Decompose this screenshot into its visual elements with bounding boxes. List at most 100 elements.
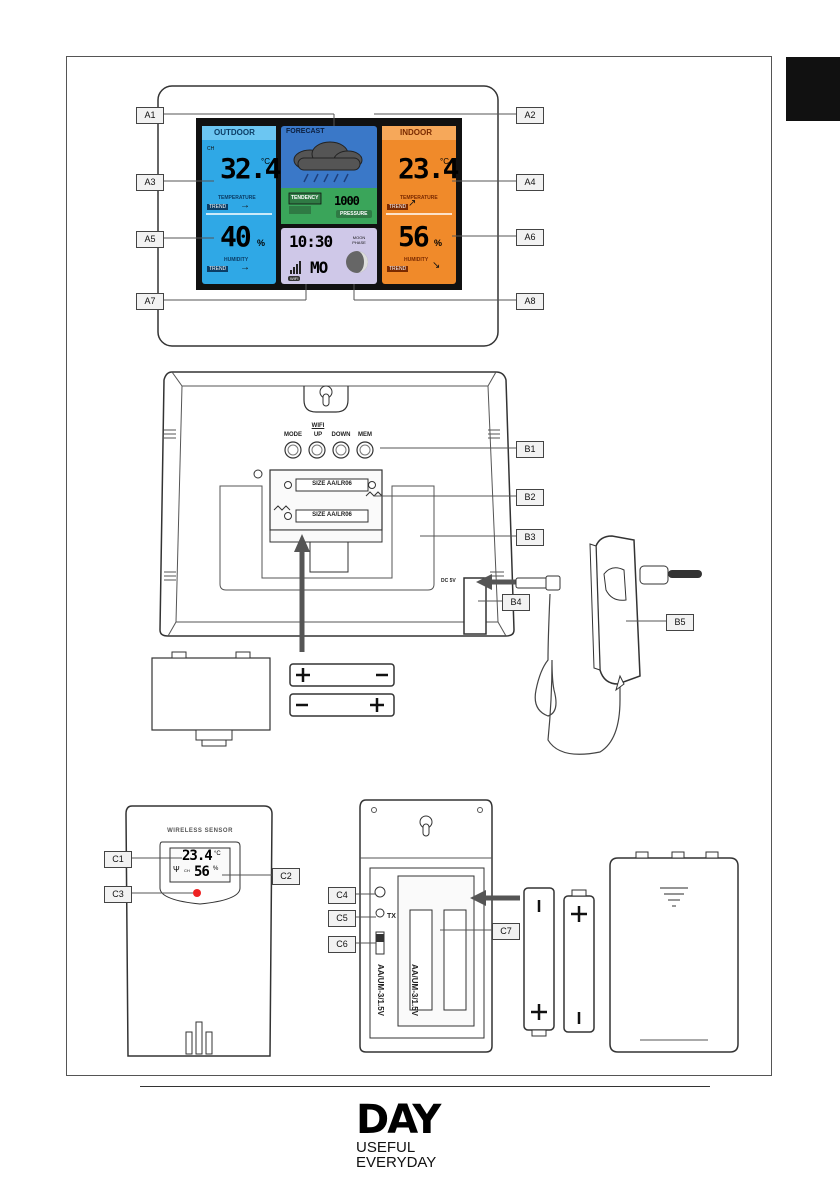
indoor-humidity-trend-label: TREND bbox=[387, 266, 409, 272]
tx-indicator-icon bbox=[375, 908, 385, 918]
outdoor-temperature-unit: °C bbox=[261, 157, 270, 166]
indoor-temperature-value: 23.4 bbox=[398, 152, 459, 185]
sensor-title: WIRELESS SENSOR bbox=[167, 828, 233, 834]
adapter-pin bbox=[668, 570, 702, 578]
callout-a6: A6 bbox=[516, 229, 544, 246]
outdoor-header bbox=[202, 126, 276, 140]
outdoor-humidity-trend-label: TREND bbox=[207, 266, 229, 272]
outdoor-ch-label: CH bbox=[207, 146, 215, 152]
callout-b3: B3 bbox=[516, 529, 544, 546]
callout-b1: B1 bbox=[516, 441, 544, 458]
logo-tagline-2: EVERYDAY bbox=[356, 1154, 437, 1171]
pressure-value: 1000 bbox=[334, 194, 360, 208]
battery-polarity-icons bbox=[296, 668, 388, 712]
wifi-label: WIFI bbox=[288, 276, 301, 281]
indoor-temperature-label: TEMPERATURE bbox=[400, 195, 438, 201]
trend-arrow-icon: → bbox=[240, 262, 250, 273]
outdoor-humidity-label: HUMIDITY bbox=[224, 257, 249, 263]
outdoor-humidity-value: 40 bbox=[220, 220, 252, 253]
callout-b2: B2 bbox=[516, 489, 544, 506]
sensor-led bbox=[193, 889, 201, 897]
outdoor-temperature-label: TEMPERATURE bbox=[218, 195, 256, 201]
cloud-rain-icon bbox=[293, 141, 363, 171]
callout-c2: C2 bbox=[272, 868, 300, 885]
callout-c1: C1 bbox=[104, 851, 132, 868]
adapter-cable bbox=[534, 593, 621, 755]
callout-b5: B5 bbox=[666, 614, 694, 631]
indoor-header bbox=[382, 126, 456, 140]
logo-tagline-1: USEFUL bbox=[356, 1139, 416, 1156]
outdoor-humidity-unit: % bbox=[257, 238, 266, 248]
down-button-label: DOWN bbox=[331, 432, 351, 438]
mode-button-label: MODE bbox=[284, 432, 302, 438]
callout-a7: A7 bbox=[136, 293, 164, 310]
aa-battery-1 bbox=[289, 663, 395, 687]
callout-a5: A5 bbox=[136, 231, 164, 248]
sensor-battery-cover bbox=[609, 857, 739, 1053]
callout-a3: A3 bbox=[136, 174, 164, 191]
callout-a1: A1 bbox=[136, 107, 164, 124]
outdoor-temperature-value: 32.4 bbox=[220, 152, 281, 185]
sensor-temperature-unit: °C bbox=[214, 851, 221, 857]
outdoor-panel bbox=[202, 126, 276, 284]
down-button-shape bbox=[332, 441, 350, 459]
sensor-temperature-value: 23.4 bbox=[182, 848, 213, 864]
moon-phase-label: MOON PHASE bbox=[352, 235, 366, 245]
brand-logo: DAY USEFUL EVERYDAY bbox=[356, 1100, 452, 1170]
indoor-humidity-value: 56 bbox=[398, 220, 430, 253]
footer-rule bbox=[140, 1086, 710, 1087]
dc-input-label: DC 5V bbox=[441, 578, 456, 584]
battery-size-label-2: SIZE AA/LR06 bbox=[312, 512, 352, 518]
weekday: MO bbox=[310, 258, 328, 277]
tendency-label: TENDENCY bbox=[291, 195, 319, 201]
sensor-humidity-unit: % bbox=[213, 866, 219, 872]
sensor-battery-label-2: AA/UM-3/1.5V bbox=[410, 963, 419, 1016]
callout-a4: A4 bbox=[516, 174, 544, 191]
pressure-label: PRESSURE bbox=[340, 211, 368, 217]
indoor-title: INDOOR bbox=[400, 128, 432, 137]
clock-time: 10:30 bbox=[289, 232, 333, 251]
callout-a8: A8 bbox=[516, 293, 544, 310]
callout-c4: C4 bbox=[328, 887, 356, 904]
stand-outline bbox=[219, 485, 435, 591]
battery-size-label-1: SIZE AA/LR06 bbox=[312, 481, 352, 487]
callout-b4: B4 bbox=[502, 594, 530, 611]
mode-button-shape bbox=[284, 441, 302, 459]
antenna-icon: Ψ bbox=[173, 865, 180, 874]
mem-button-shape bbox=[356, 441, 374, 459]
trend-down-arrow-icon: ↘ bbox=[432, 260, 441, 271]
sensor-humidity-value: 56 bbox=[194, 864, 210, 880]
outdoor-trend-label: TREND bbox=[207, 204, 229, 210]
sensor-lcd bbox=[169, 847, 231, 883]
callout-c6: C6 bbox=[328, 936, 356, 953]
power-adapter-body bbox=[595, 535, 641, 685]
indoor-trend-label: TREND bbox=[387, 204, 409, 210]
sensor-ch-label: CH bbox=[184, 868, 190, 873]
trend-arrow-icon: → bbox=[240, 200, 250, 211]
signal-icon bbox=[290, 261, 301, 274]
rain-icon bbox=[303, 173, 349, 183]
callout-a2: A2 bbox=[516, 107, 544, 124]
mem-button-label: MEM bbox=[358, 432, 372, 438]
moon-icon bbox=[346, 251, 368, 273]
sensor-tx-label: TX bbox=[387, 913, 396, 920]
battery-cover bbox=[151, 657, 271, 731]
aa-battery-2 bbox=[289, 693, 395, 717]
wifi-button-caption: WIFI bbox=[311, 423, 325, 429]
indoor-temperature-unit: °C bbox=[440, 157, 449, 166]
callout-c3: C3 bbox=[104, 886, 132, 903]
up-button-label: UP bbox=[313, 432, 323, 438]
indoor-humidity-unit: % bbox=[434, 238, 443, 248]
up-button-shape bbox=[308, 441, 326, 459]
indoor-humidity-label: HUMIDITY bbox=[404, 257, 429, 263]
screw-icon bbox=[253, 469, 263, 479]
callout-c7: C7 bbox=[492, 923, 520, 940]
diagram-frame bbox=[66, 56, 772, 1076]
forecast-title: FORECAST bbox=[286, 128, 325, 135]
callout-c5: C5 bbox=[328, 910, 356, 927]
indoor-panel bbox=[382, 126, 456, 284]
outdoor-title: OUTDOOR bbox=[214, 128, 255, 137]
logo-wordmark: DAY bbox=[356, 1097, 441, 1143]
channel-button-icon bbox=[374, 886, 386, 898]
